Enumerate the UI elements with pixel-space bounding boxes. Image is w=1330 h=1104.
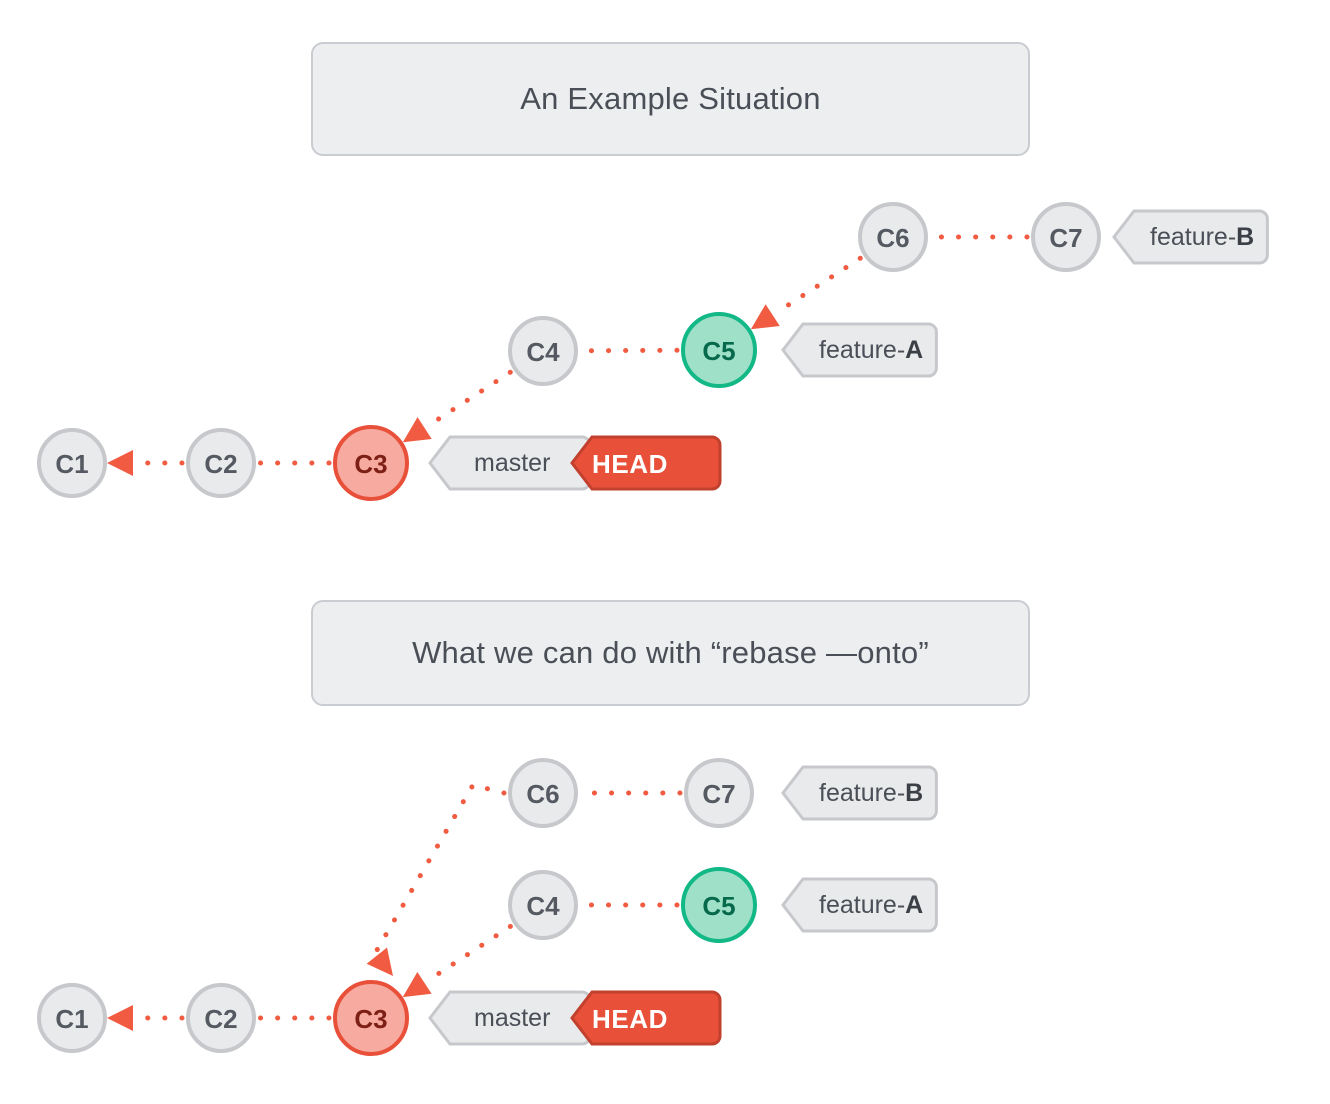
- commit-circle-c2b: [186, 983, 256, 1053]
- commit-node-c7b[interactable]: C7: [684, 758, 754, 828]
- tag-master-head-b[interactable]: master HEAD: [428, 990, 722, 1046]
- tag-feature-b-b[interactable]: feature-B: [781, 765, 938, 821]
- commit-circle-c6b: [508, 758, 578, 828]
- section-title-text: What we can do with “rebase —onto”: [412, 635, 929, 670]
- commit-label-c3b: C3: [354, 1004, 387, 1034]
- commit-node-c1b[interactable]: C1: [37, 983, 107, 1053]
- connector-c4b-to-c3b: [423, 923, 513, 985]
- tag-body-feature-b: [1112, 209, 1269, 265]
- tag-body-feature-b-b: [781, 765, 938, 821]
- tag-feature-a-b[interactable]: feature-A: [781, 877, 938, 933]
- commit-node-c4[interactable]: C4: [508, 316, 578, 386]
- commit-label-c1: C1: [55, 449, 88, 479]
- tag-label-head: HEAD: [592, 449, 668, 479]
- tag-body-head: [570, 435, 722, 491]
- commit-node-c6[interactable]: C6: [858, 202, 928, 272]
- commit-node-c5[interactable]: C5: [681, 312, 757, 388]
- section-graph-example-situation: master HEAD feature-A feature-B C1 C2 C3 C4 C5 C6…: [37, 202, 1269, 501]
- commit-label-c5: C5: [702, 336, 735, 366]
- connector-c6b-to-c3b: [374, 782, 507, 953]
- commit-node-c3[interactable]: C3: [333, 425, 409, 501]
- section-title-example-situation: An Example Situation: [311, 42, 1030, 156]
- commit-node-c3b[interactable]: C3: [333, 980, 409, 1056]
- arrowhead-c2-to-c1: [107, 450, 133, 476]
- commit-label-c5b: C5: [702, 891, 735, 921]
- connector-c4-to-c3: [423, 369, 513, 430]
- commit-label-c2: C2: [204, 449, 237, 479]
- commit-label-c6: C6: [876, 223, 909, 253]
- arrowhead-c4b-to-c3b: [402, 971, 432, 998]
- commit-circle-c1: [37, 428, 107, 498]
- section-title-rebase-onto: What we can do with “rebase —onto”: [311, 600, 1030, 706]
- tag-label-branch: master: [474, 1004, 550, 1032]
- commit-circle-c5: [681, 312, 757, 388]
- commit-label-c7b: C7: [702, 779, 735, 809]
- tag-feature-b[interactable]: feature-B: [1112, 209, 1269, 265]
- commit-label-c4b: C4: [526, 891, 560, 921]
- commit-circle-c4b: [508, 870, 578, 940]
- arrowhead-c6b-to-c3b: [366, 947, 393, 976]
- commit-label-c4: C4: [526, 337, 560, 367]
- arrowhead-c6-to-c5: [750, 304, 780, 330]
- arrowhead-c2b-to-c1b: [107, 1005, 133, 1031]
- commit-circle-c7: [1031, 202, 1101, 272]
- commit-circle-c3: [333, 425, 409, 501]
- arrowhead-c4-to-c3: [402, 417, 432, 443]
- commit-circle-c1b: [37, 983, 107, 1053]
- commit-node-c4b[interactable]: C4: [508, 870, 578, 940]
- commit-node-c2b[interactable]: C2: [186, 983, 256, 1053]
- commit-node-c7[interactable]: C7: [1031, 202, 1101, 272]
- commit-circle-c5b: [681, 867, 757, 943]
- commit-circle-c3b: [333, 980, 409, 1056]
- tag-body-master-head-b: [428, 990, 592, 1046]
- commit-label-c3: C3: [354, 449, 387, 479]
- tag-master-head[interactable]: master HEAD: [428, 435, 722, 491]
- tag-feature-a[interactable]: feature-A: [781, 322, 938, 378]
- tag-body-head: [570, 990, 722, 1046]
- commit-node-c2[interactable]: C2: [186, 428, 256, 498]
- tag-label-branch: feature-B: [1150, 223, 1254, 251]
- commit-label-c2b: C2: [204, 1004, 237, 1034]
- commit-label-c6b: C6: [526, 779, 559, 809]
- connector-c6-to-c5: [771, 255, 863, 317]
- tag-label-branch: master: [474, 449, 550, 477]
- commit-circle-c2: [186, 428, 256, 498]
- tag-body-master-head: [428, 435, 592, 491]
- section-graph-rebase-onto: master HEAD feature-A feature-B C1 C2 C3 C4 C5 C6…: [37, 758, 938, 1056]
- tag-label-branch: feature-A: [819, 891, 923, 919]
- commit-label-c7: C7: [1049, 223, 1082, 253]
- tag-body-feature-a: [781, 322, 938, 378]
- tag-label-branch: feature-A: [819, 336, 923, 364]
- tag-label-head: HEAD: [592, 1004, 668, 1034]
- section-title-text: An Example Situation: [520, 81, 821, 116]
- commit-circle-c6: [858, 202, 928, 272]
- commit-node-c1[interactable]: C1: [37, 428, 107, 498]
- commit-circle-c4: [508, 316, 578, 386]
- connector-c5-to-c4: [579, 347, 680, 354]
- tag-label-branch: feature-B: [819, 779, 923, 807]
- tag-body-feature-a-b: [781, 877, 938, 933]
- commit-node-c5b[interactable]: C5: [681, 867, 757, 943]
- commit-circle-c7b: [684, 758, 754, 828]
- commit-label-c1b: C1: [55, 1004, 88, 1034]
- commit-node-c6b[interactable]: C6: [508, 758, 578, 828]
